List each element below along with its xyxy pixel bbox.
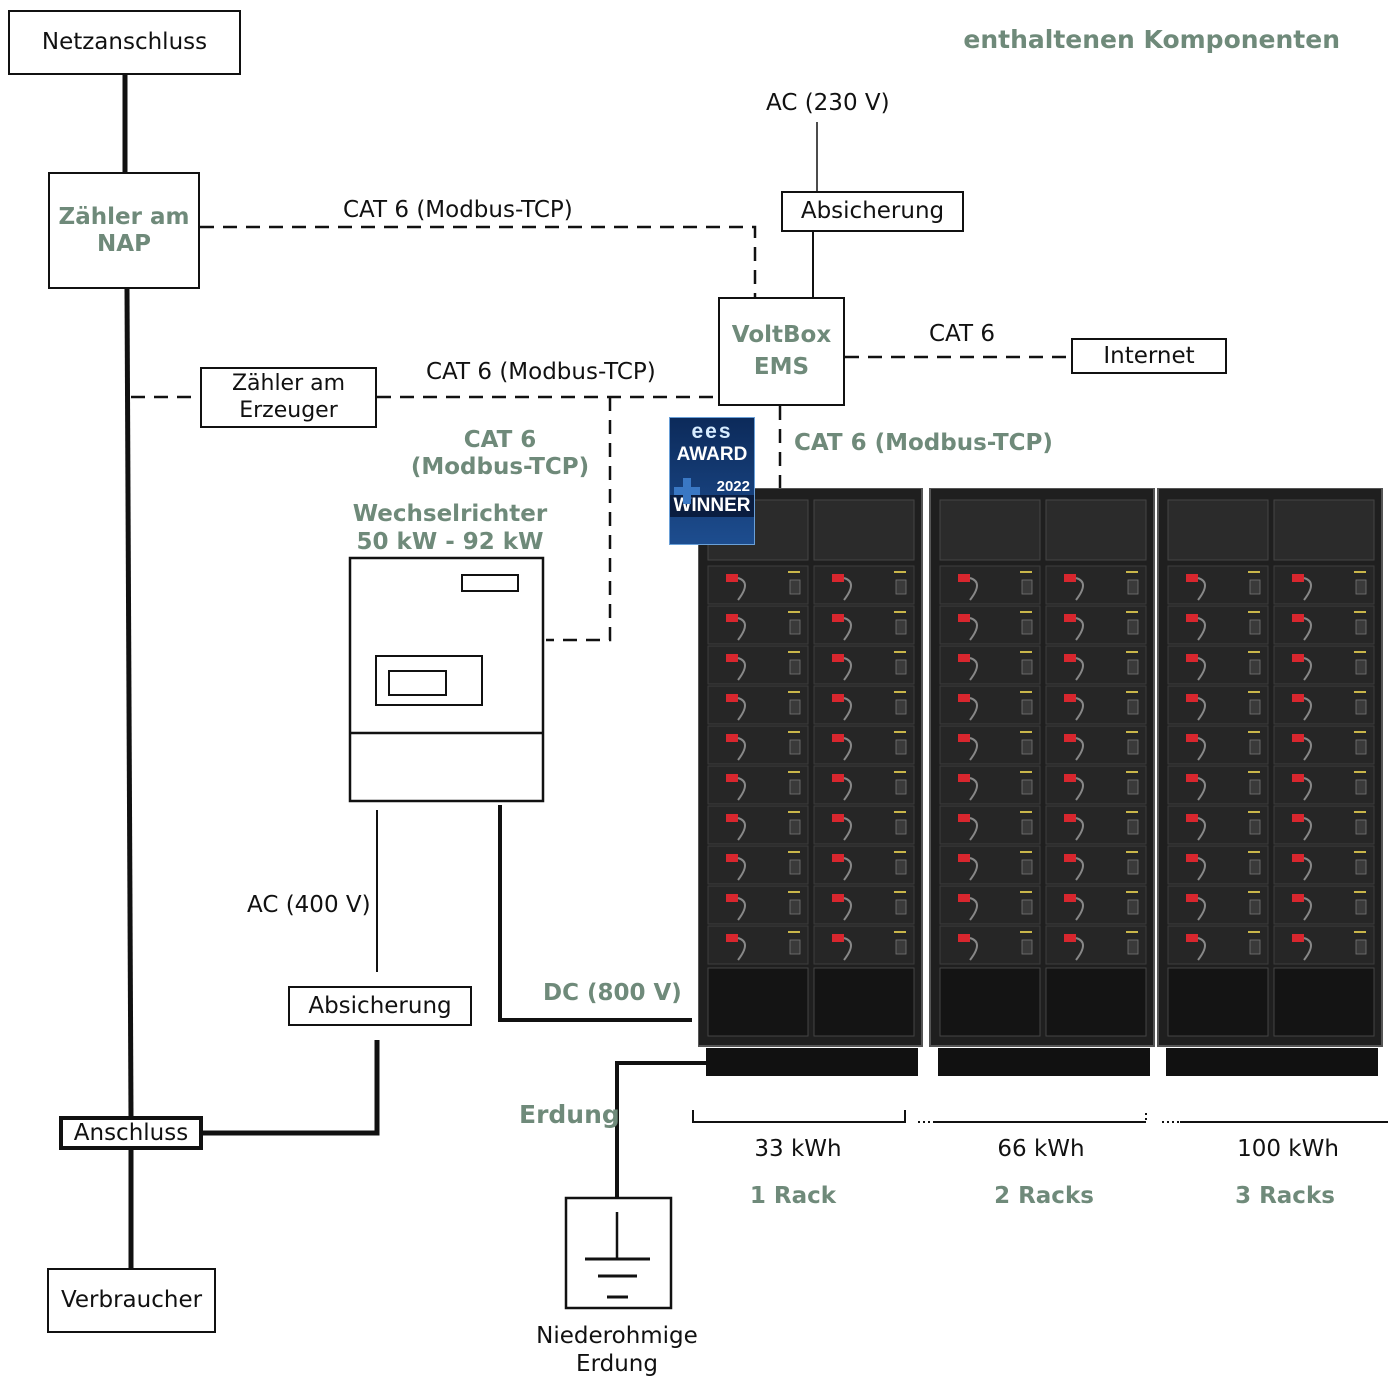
capacity-2-energy: 66 kWh bbox=[997, 1136, 1085, 1162]
capacity-2-racks: 2 Racks bbox=[994, 1183, 1094, 1209]
wire-cat6-nap bbox=[200, 225, 757, 297]
label-cat6-nap: CAT 6 (Modbus-TCP) bbox=[343, 197, 573, 223]
label-ac400: AC (400 V) bbox=[247, 892, 371, 918]
bracket-1-rack bbox=[692, 1110, 906, 1123]
ees-award-badge: ees AWARD 2022 WINNER bbox=[669, 417, 755, 545]
bracket-2-racks bbox=[918, 1110, 1147, 1123]
battery-rack-2 bbox=[929, 488, 1155, 1076]
battery-rack-3 bbox=[1157, 488, 1383, 1076]
wire-grid-main bbox=[124, 288, 134, 1118]
label-cat6-erzeuger: CAT 6 (Modbus-TCP) bbox=[426, 359, 656, 385]
box-absicherung-ac230: Absicherung bbox=[781, 191, 964, 232]
label-cat6-inverter: CAT 6 (Modbus-TCP) bbox=[410, 427, 590, 480]
label-cat6-internet: CAT 6 bbox=[929, 321, 996, 347]
award-cross-icon bbox=[674, 478, 700, 504]
box-verbraucher: Verbraucher bbox=[47, 1268, 216, 1333]
label-cat6-battery: CAT 6 (Modbus-TCP) bbox=[794, 430, 1053, 456]
label-dc800: DC (800 V) bbox=[543, 980, 682, 1006]
wire-dc800 bbox=[498, 805, 692, 1022]
box-anschluss: Anschluss bbox=[59, 1116, 203, 1150]
capacity-1-racks: 1 Rack bbox=[749, 1183, 837, 1209]
wire-cat6-inverter bbox=[546, 397, 612, 642]
battery-rack-1 bbox=[698, 488, 923, 1076]
inverter-power: 50 kW - 92 kW bbox=[356, 529, 544, 555]
wire-erdung bbox=[615, 1061, 706, 1198]
capacity-1-energy: 33 kWh bbox=[754, 1136, 842, 1162]
box-netzanschluss: Netzanschluss bbox=[8, 10, 241, 75]
battery-racks bbox=[698, 488, 1383, 1076]
box-internet: Internet bbox=[1071, 338, 1227, 374]
wire-absicherung-anschluss bbox=[202, 1040, 380, 1136]
inverter-title: Wechselrichter bbox=[352, 501, 548, 527]
box-zaehler-erzeuger: Zähler am Erzeuger bbox=[200, 367, 377, 428]
label-ac230: AC (230 V) bbox=[766, 90, 890, 116]
capacity-3-racks: 3 Racks bbox=[1235, 1183, 1335, 1209]
award-word: AWARD bbox=[676, 444, 748, 465]
label-earth-caption: Niederohmige Erdung bbox=[536, 1323, 698, 1377]
box-absicherung-ac400: Absicherung bbox=[288, 986, 472, 1026]
capacity-3-energy: 100 kWh bbox=[1237, 1136, 1339, 1162]
label-inverter: Wechselrichter 50 kW - 92 kW bbox=[350, 500, 550, 556]
box-zaehler-nap: Zähler am NAP bbox=[48, 172, 200, 289]
award-brand: ees bbox=[691, 420, 733, 443]
inverter-unit bbox=[348, 556, 545, 803]
award-year: 2022 bbox=[716, 478, 750, 495]
label-erdung: Erdung bbox=[519, 1100, 620, 1129]
earth-symbol bbox=[564, 1196, 673, 1310]
heading-components: enthaltenen Komponenten bbox=[963, 25, 1340, 54]
box-voltbox-ems: VoltBox EMS bbox=[718, 297, 845, 406]
